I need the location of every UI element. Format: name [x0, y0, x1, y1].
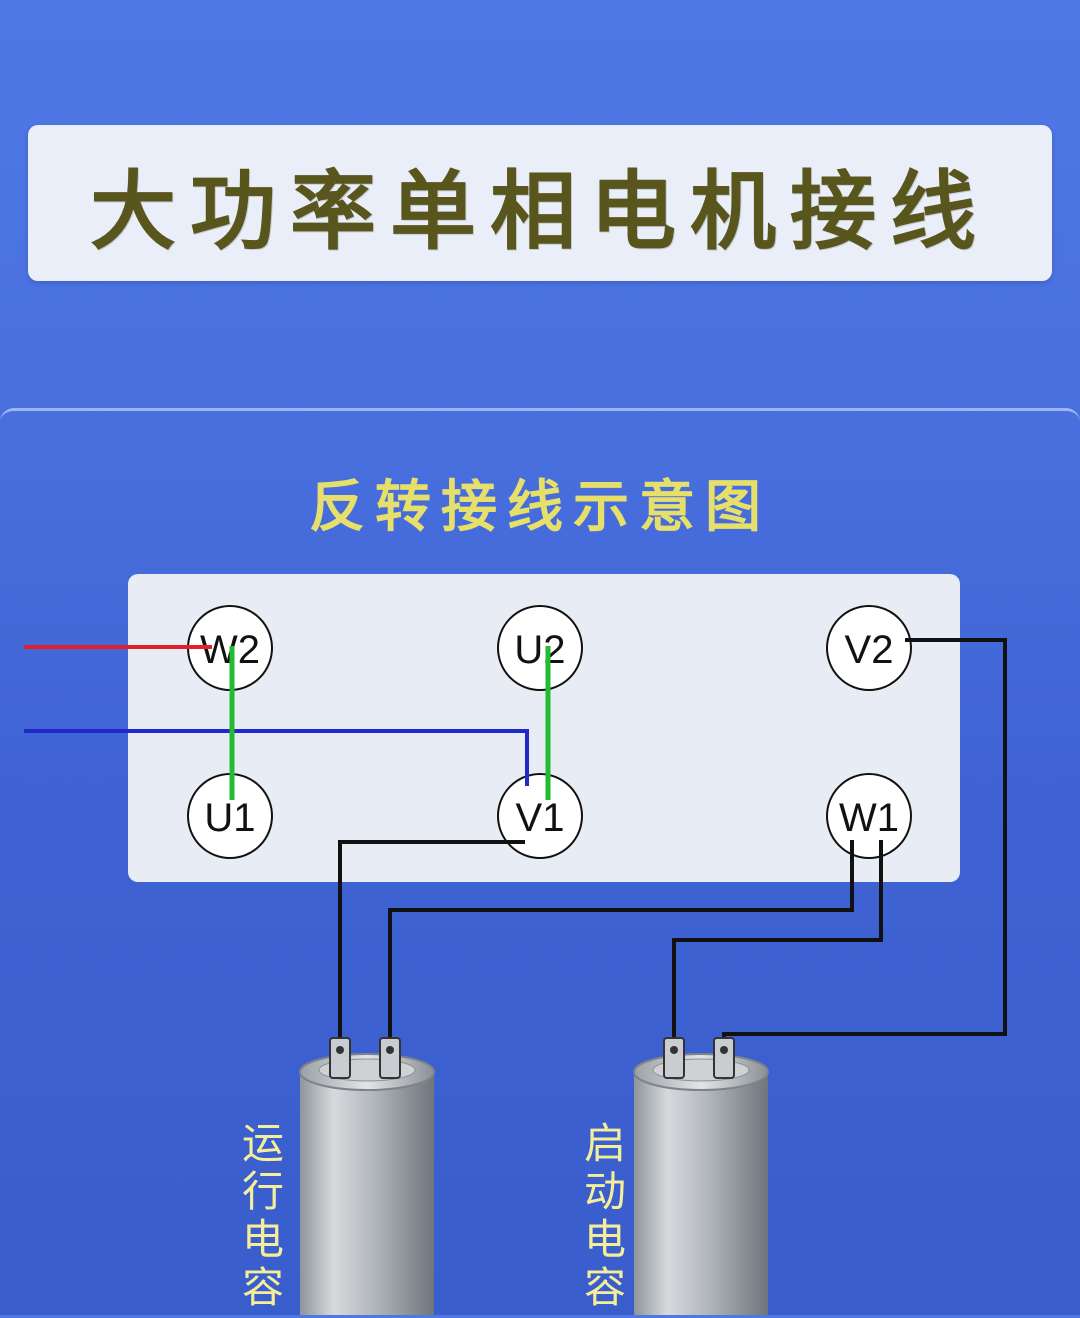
diagram-subtitle: 反转接线示意图 [309, 475, 771, 540]
terminal-W1: W1 [826, 773, 912, 859]
terminal-V2: V2 [826, 605, 912, 691]
terminal-label-V2: V2 [845, 628, 894, 672]
terminal-V1: V1 [497, 773, 583, 859]
terminal-label-W1: W1 [839, 796, 899, 840]
terminal-U2: U2 [497, 605, 583, 691]
start-capacitor-label: 启 动 电 容 [583, 1119, 626, 1312]
start-capacitor [633, 1037, 769, 1315]
run-capacitor [299, 1037, 435, 1315]
wire-V1-run-cap [338, 840, 525, 1040]
run-capacitor-label: 运 行 电 容 [241, 1119, 284, 1312]
terminal-label-U1: U1 [204, 796, 255, 840]
terminal-label-V1: V1 [516, 796, 565, 840]
wire-V2-start-cap [722, 638, 1007, 1040]
terminal-label-U2: U2 [514, 628, 565, 672]
neutral-wire [24, 729, 529, 786]
page-title: 大功率单相电机接线 [90, 161, 990, 262]
wire-W1-start-cap [672, 840, 883, 1040]
wire-W1-run-cap [388, 840, 854, 1040]
diagram-panel [0, 408, 1080, 1318]
title-banner: 大功率单相电机接线 [28, 125, 1052, 281]
terminal-U1: U1 [187, 773, 273, 859]
